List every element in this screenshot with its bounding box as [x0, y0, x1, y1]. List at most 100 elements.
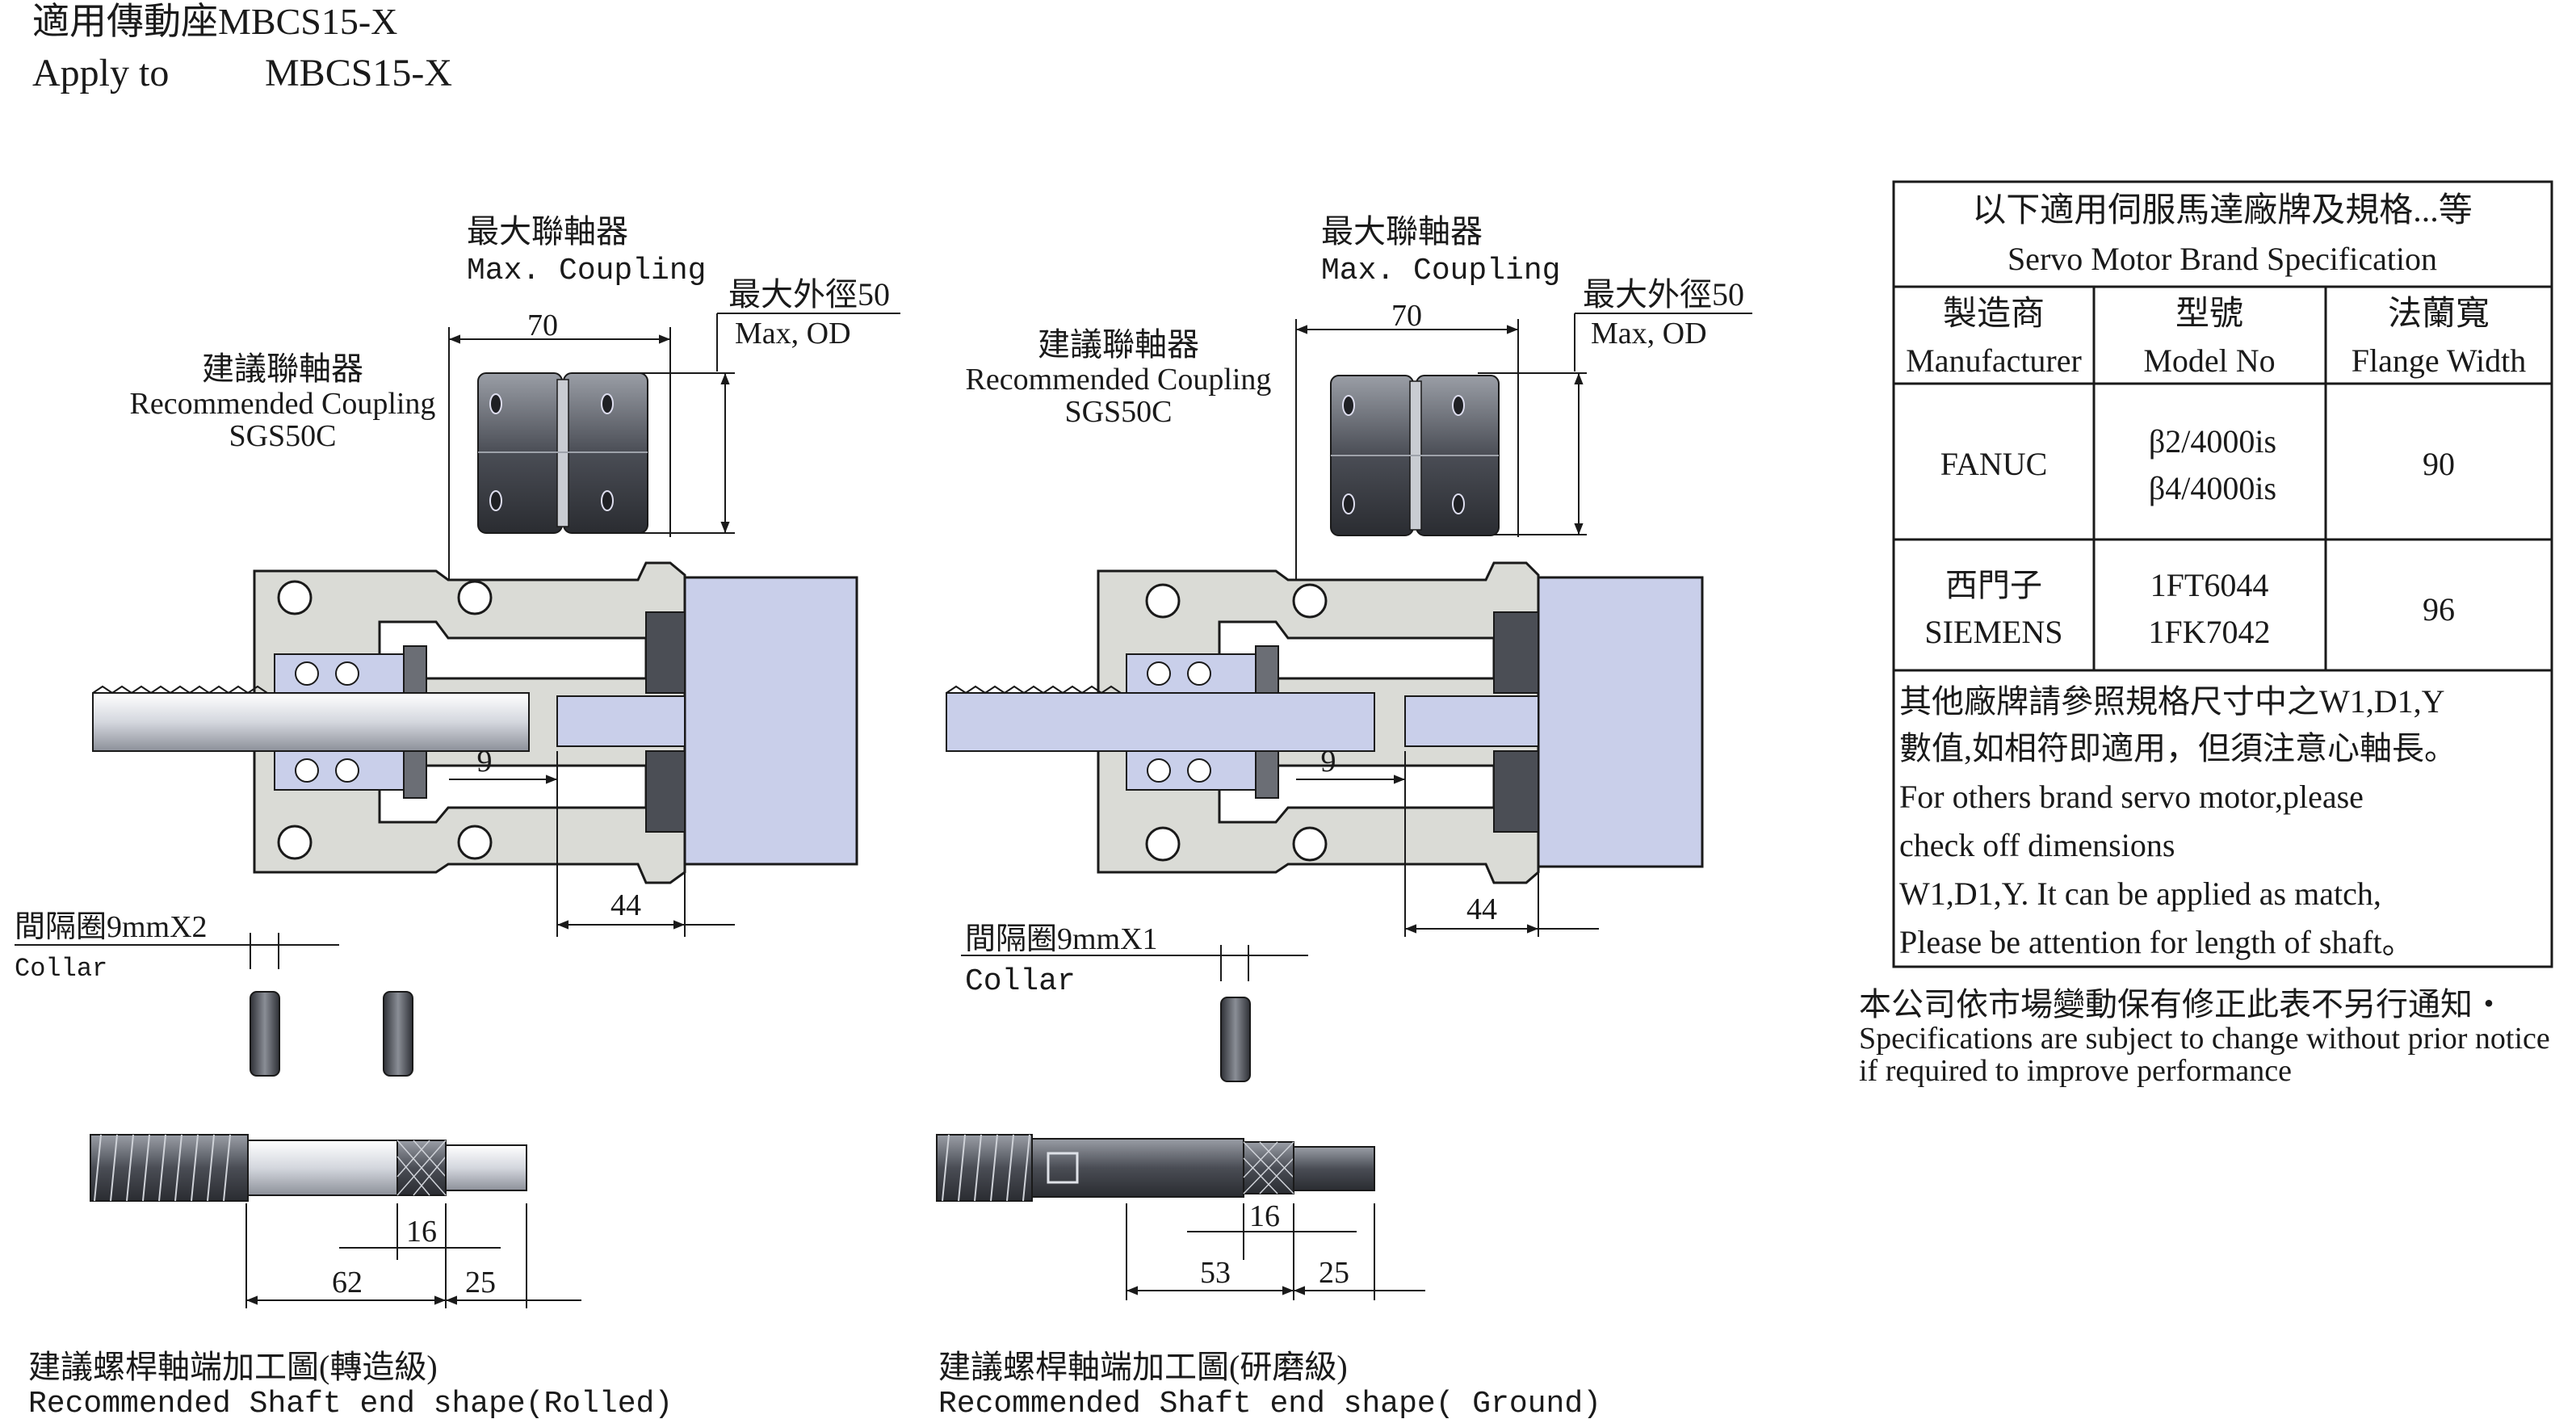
right-rec-coupling-en: Recommended Coupling [966, 363, 1272, 397]
left-caption-zh: 建議螺桿軸端加工圖(轉造級) [28, 1349, 438, 1385]
left-collar-ring [383, 991, 413, 1077]
left-dim-70-label: 70 [527, 309, 558, 342]
right-collar-zh: 間隔圈9mmX1 [965, 922, 1158, 956]
spec-table: 以下適用伺服馬達廠牌及規格...等 Servo Motor Brand Spec… [1892, 180, 2553, 968]
left-shaft-body [247, 1140, 398, 1196]
right-assembly: 最大聯軸器 Max. Coupling 建議聯軸器 Recommended Co… [946, 213, 1752, 937]
left-flange-seal-top [645, 611, 686, 694]
right-motor [1537, 576, 1704, 868]
right-max-od-en: Max, OD [1591, 317, 1707, 351]
right-rec-coupling-model: SGS50C [1064, 395, 1172, 429]
right-flange-seal-bot [1493, 750, 1539, 833]
left-caption-en: Recommended Shaft end shape(Rolled) [28, 1387, 673, 1419]
left-rec-coupling-zh: 建議聯軸器 [202, 351, 363, 387]
left-collar-ring [250, 991, 280, 1077]
left-bearings [274, 645, 427, 799]
spec-cell-model: β2/4000is [2149, 423, 2276, 460]
spec-note: 數值,如相符即適用，但須注意心軸長。 [1899, 730, 2456, 766]
header-title-zh: 適用傳動座MBCS15-X [32, 1, 397, 42]
left-assembly: 最大聯軸器 Max. Coupling 建議聯軸器 Recommended Co… [92, 213, 900, 937]
spec-cell-maker: SIEMENS [1924, 614, 2062, 650]
right-bearings [1126, 645, 1279, 799]
right-dim-9-label: 9 [1321, 745, 1336, 779]
spec-table-border [1892, 180, 2553, 968]
spec-title-en: Servo Motor Brand Specification [2008, 241, 2437, 277]
header-title-en: Apply to [32, 52, 169, 94]
right-bolt-hole [1292, 583, 1328, 619]
spec-cell-maker: FANUC [1940, 446, 2048, 482]
right-bolt-hole [1292, 826, 1328, 862]
footnote-en-1: Specifications are subject to change wit… [1859, 1022, 2550, 1056]
left-dim-9-label: 9 [477, 745, 493, 779]
spec-cell-model: β4/4000is [2149, 470, 2276, 506]
right-shaft-knurl-lines [1243, 1141, 1294, 1194]
right-shaft-end: 16 53 25 建議螺桿軸端加工圖(研磨級) Recommended Shaf… [936, 1134, 1601, 1419]
left-shaft-end: 16 62 25 建議螺桿軸端加工圖(轉造級) Recommended Shaf… [28, 1134, 673, 1419]
spec-header-en: Model No [2143, 342, 2275, 379]
spec-header-zh: 製造商 [1943, 296, 2045, 333]
footnote: 本公司依市場變動保有修正此表不另行通知・ Specifications are … [1859, 986, 2550, 1088]
left-rec-coupling-model: SGS50C [229, 419, 336, 453]
left-max-od-zh: 最大外徑50 [728, 276, 890, 313]
left-bolt-hole [457, 580, 493, 615]
left-rec-coupling-en: Recommended Coupling [130, 387, 436, 421]
right-rec-coupling-zh: 建議聯軸器 [1038, 326, 1199, 363]
spec-note: For others brand servo motor,please [1899, 779, 2364, 815]
right-collar-ring [1220, 997, 1251, 1082]
left-collar-zh: 間隔圈9mmX2 [15, 910, 208, 944]
right-motor-shaft [1404, 695, 1539, 747]
spec-cell-maker: 西門子 [1945, 567, 2042, 603]
right-bolt-hole [1145, 583, 1181, 619]
spec-cell-flange: 96 [2423, 591, 2455, 628]
left-motor-shaft [556, 695, 686, 747]
left-motor [683, 576, 858, 866]
left-screw-thread [92, 685, 268, 695]
spec-cell-model: 1FK7042 [2148, 614, 2270, 650]
left-collar-en: Collar [15, 954, 107, 984]
left-screw-shaft [92, 692, 530, 752]
left-coupling [477, 372, 648, 534]
spec-header-zh: 型號 [2175, 296, 2243, 333]
right-shaft-flat [1047, 1152, 1079, 1184]
spec-title-zh: 以下適用伺服馬達廠牌及規格...等 [1972, 191, 2473, 229]
header: 適用傳動座MBCS15-X Apply to MBCS15-X [32, 1, 452, 94]
left-shaft-tip [445, 1144, 527, 1191]
left-collar-group: 間隔圈9mmX2 Collar [15, 910, 413, 1077]
right-dim-44-label: 44 [1466, 892, 1497, 926]
left-shaft-knurl-lines [396, 1140, 447, 1196]
right-max-od-zh: 最大外徑50 [1583, 276, 1744, 313]
right-collar-en: Collar [965, 964, 1076, 999]
left-bolt-hole [457, 825, 493, 860]
right-max-coupling-en: Max. Coupling [1321, 254, 1560, 288]
right-collar-group: 間隔圈9mmX1 Collar [961, 922, 1308, 1082]
left-dim-25-label: 25 [465, 1266, 496, 1299]
spec-note: W1,D1,Y. It can be applied as match, [1899, 875, 2381, 912]
right-dim-70-label: 70 [1391, 299, 1422, 333]
right-caption-zh: 建議螺桿軸端加工圖(研磨級) [938, 1349, 1348, 1385]
left-max-od-en: Max, OD [735, 317, 851, 351]
right-shaft-thread-lines [942, 1134, 1030, 1202]
spec-header-zh: 法蘭寬 [2388, 295, 2490, 333]
left-max-coupling-zh: 最大聯軸器 [467, 213, 628, 250]
left-flange-seal-bot [645, 750, 686, 833]
spec-cell-model: 1FT6044 [2150, 567, 2269, 603]
right-caption-en: Recommended Shaft end shape( Ground) [938, 1387, 1601, 1419]
right-shaft-body [1031, 1138, 1244, 1198]
right-dim-25-label: 25 [1319, 1256, 1349, 1290]
right-flange-seal-top [1493, 611, 1539, 694]
spec-header-en: Flange Width [2352, 342, 2527, 379]
footnote-en-2: if required to improve performance [1859, 1054, 2292, 1088]
right-shaft-thread [936, 1134, 1033, 1202]
left-bolt-hole [277, 580, 313, 615]
right-coupling [1330, 375, 1500, 536]
spec-cell-flange: 90 [2423, 446, 2455, 482]
left-dim-62-label: 62 [332, 1266, 363, 1299]
right-screw-shaft [946, 692, 1375, 752]
right-bolt-hole [1145, 826, 1181, 862]
left-max-coupling-en: Max. Coupling [467, 254, 706, 288]
spec-note: Please be attention for length of shaft。 [1899, 924, 2414, 960]
footnote-zh: 本公司依市場變動保有修正此表不另行通知・ [1859, 986, 2505, 1022]
spec-note: check off dimensions [1899, 827, 2175, 863]
spec-header-en: Manufacturer [1906, 342, 2082, 379]
